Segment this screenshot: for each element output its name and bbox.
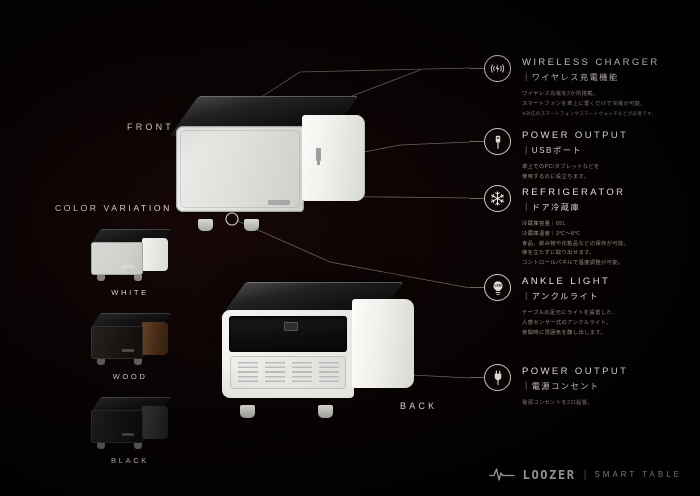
cabinet-side-panel-back — [352, 299, 414, 388]
feature-title-en: REFRIGERATOR — [522, 187, 626, 198]
feature-description: 電源コンセントを2口設置。 — [522, 399, 628, 409]
power-outlet-icon — [470, 364, 511, 391]
feature-title-jp: ｜電源コンセント — [522, 382, 600, 391]
feature-desc-line: 電源コンセントを2口設置。 — [522, 400, 594, 406]
cabinet-foot-back-right — [318, 405, 333, 418]
feature-title-en: ANKLE LIGHT — [522, 276, 611, 287]
feature-usb-power-output: POWER OUTPUT ｜USBポート 卓上でのPC/タブレットなどを 使用す… — [470, 128, 629, 183]
usb-port-slot — [316, 148, 321, 161]
feature-title-jp: ｜USBポート — [522, 146, 583, 155]
feature-power-outlet: POWER OUTPUT ｜電源コンセント 電源コンセントを2口設置。 — [470, 364, 629, 409]
feature-description: 卓上でのPC/タブレットなどを 使用するのに役立ちます。 — [522, 163, 628, 183]
waveform-logo-icon — [488, 468, 515, 481]
power-outlet-module — [284, 322, 298, 331]
color-swatch-white[interactable]: WHITE — [55, 229, 205, 297]
refrigerator-icon — [470, 185, 511, 212]
front-view-label: FRONT — [127, 122, 174, 132]
feature-title-en: WIRELESS CHARGER — [522, 57, 660, 68]
mini-unit-wood — [88, 313, 172, 365]
feature-description: テーブルの足元にライトを設置した、 人感センサー式のアンクルライト。 夜間時に雰… — [522, 309, 618, 338]
feature-wireless-charger: WIRELESS CHARGER ｜ワイヤレス充電機能 ワイヤレス充電を2か所搭… — [470, 55, 660, 118]
feature-title-jp: ｜アンクルライト — [522, 292, 599, 301]
feature-title-jp: ｜ドア冷蔵庫 — [522, 203, 581, 212]
cabinet-side-panel — [302, 115, 365, 201]
feature-description: ワイヤレス充電を2か所搭載。 スマートフォンを卓上に置くだけで充電が可能。 ※対… — [522, 90, 660, 118]
cabinet-foot-right — [244, 219, 259, 231]
feature-desc-line: 席を立たずに取り出せます。 — [522, 250, 595, 257]
feature-title-en: POWER OUTPUT — [522, 130, 629, 141]
color-swatch-label: WOOD — [112, 372, 148, 381]
product-back-view — [218, 282, 422, 418]
feature-desc-line: 人感センサー式のアンクルライト。 — [522, 319, 612, 326]
feature-refrigerator: REFRIGERATOR ｜ドア冷蔵庫 冷蔵庫容量｜65L 冷蔵庫温度｜3℃〜8… — [470, 185, 629, 269]
feature-description: 冷蔵庫容量｜65L 冷蔵庫温度｜3℃〜8℃ 食品、飲み物や化粧品などの保存が可能… — [522, 220, 629, 269]
feature-desc-line: コントロールパネルで温度調整が可能。 — [522, 260, 624, 267]
feature-desc-line: 使用するのに役立ちます。 — [522, 173, 590, 180]
back-view-label: BACK — [400, 401, 438, 411]
brand-footer: LOOZER | SMART TABLE — [488, 467, 682, 482]
color-swatch-black[interactable]: BLACK — [55, 397, 205, 465]
brand-tagline: SMART TABLE — [594, 470, 682, 479]
wireless-charger-icon — [470, 55, 511, 82]
cabinet-foot-back-left — [240, 405, 255, 418]
product-logo-badge — [268, 200, 290, 205]
svg-text:LED: LED — [494, 283, 502, 287]
feature-desc-line: 冷蔵庫温度｜3℃〜8℃ — [522, 230, 581, 237]
mini-unit-black — [88, 397, 172, 449]
color-swatch-label: BLACK — [111, 456, 149, 465]
feature-desc-line: 食品、飲み物や化粧品などの保存が可能。 — [522, 240, 630, 247]
feature-desc-line: 冷蔵庫容量｜65L — [522, 221, 566, 227]
product-front-view — [169, 96, 372, 231]
ventilation-grille — [238, 362, 339, 382]
usb-port-icon — [470, 128, 511, 155]
ankle-light-icon: LED — [470, 274, 511, 301]
color-variation-title: COLOR VARIATION — [55, 203, 172, 213]
feature-desc-line: スマートフォンを卓上に置くだけで充電が可能。 — [522, 100, 647, 107]
feature-title-jp: ｜ワイヤレス充電機能 — [522, 73, 619, 82]
feature-desc-line: 夜間時に雰囲気を醸し出します。 — [522, 329, 607, 336]
color-variation-section: COLOR VARIATION WHITE WOOD BLACK — [55, 203, 205, 465]
feature-title-en: POWER OUTPUT — [522, 366, 629, 377]
color-swatch-wood[interactable]: WOOD — [55, 313, 205, 381]
color-swatch-label: WHITE — [111, 288, 149, 297]
feature-desc-line: ワイヤレス充電を2か所搭載。 — [522, 91, 599, 97]
footer-divider: | — [583, 468, 587, 481]
feature-note: ※対応のスマートフォンやスマートウォッチなどが必要です。 — [522, 110, 657, 116]
mini-unit-white — [88, 229, 172, 281]
feature-desc-line: テーブルの足元にライトを設置した、 — [522, 310, 618, 316]
feature-desc-line: 卓上でのPC/タブレットなどを — [522, 164, 600, 170]
feature-ankle-light: LED ANKLE LIGHT ｜アンクルライト テーブルの足元にライトを設置し… — [470, 274, 618, 338]
brand-wordmark: LOOZER — [522, 467, 576, 482]
